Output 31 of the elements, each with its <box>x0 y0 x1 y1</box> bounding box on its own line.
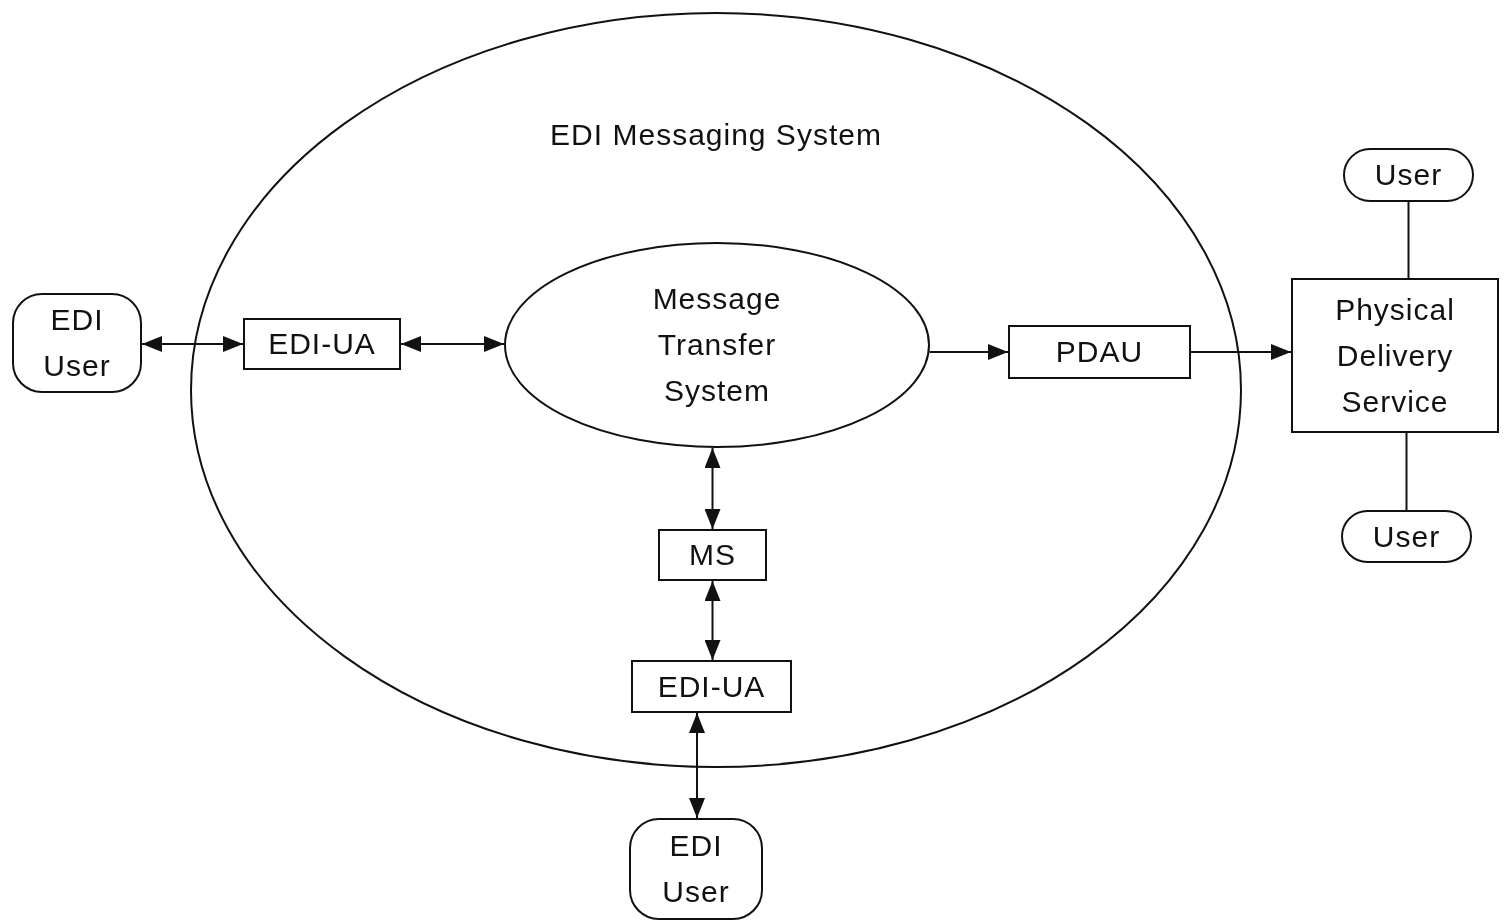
node-label: EDI-UA <box>657 668 766 705</box>
node-label: PDAU <box>1055 334 1144 370</box>
node-label: EDI User <box>42 302 112 384</box>
connector-line <box>1405 432 1408 511</box>
agent-box <box>243 318 401 370</box>
agent-box <box>631 660 792 713</box>
node-label: EDI User <box>661 828 731 910</box>
user-box <box>12 293 142 393</box>
user-pill <box>1343 148 1474 202</box>
arrow <box>704 447 721 530</box>
user-pill <box>1341 510 1472 563</box>
arrow <box>704 580 721 661</box>
node-label: EDI-UA <box>268 326 376 362</box>
user-box <box>629 818 763 920</box>
arrow <box>928 344 1009 360</box>
unit-box <box>1008 325 1191 379</box>
arrow <box>400 336 505 352</box>
node-label: User <box>1374 157 1443 193</box>
arrow <box>1190 344 1292 360</box>
store-box <box>658 529 767 581</box>
transfer-ellipse <box>504 242 930 448</box>
system-ellipse <box>190 12 1242 768</box>
node-label: EDI Messaging System <box>550 117 882 153</box>
node-label: User <box>1372 518 1441 555</box>
arrow <box>141 336 244 352</box>
node-label: MS <box>689 537 736 573</box>
connector-line <box>1407 201 1410 279</box>
node-label: Physical Delivery Service <box>1334 291 1456 420</box>
arrow <box>689 712 705 819</box>
node-label: Message Transfer System <box>651 281 783 409</box>
service-box <box>1291 278 1499 433</box>
